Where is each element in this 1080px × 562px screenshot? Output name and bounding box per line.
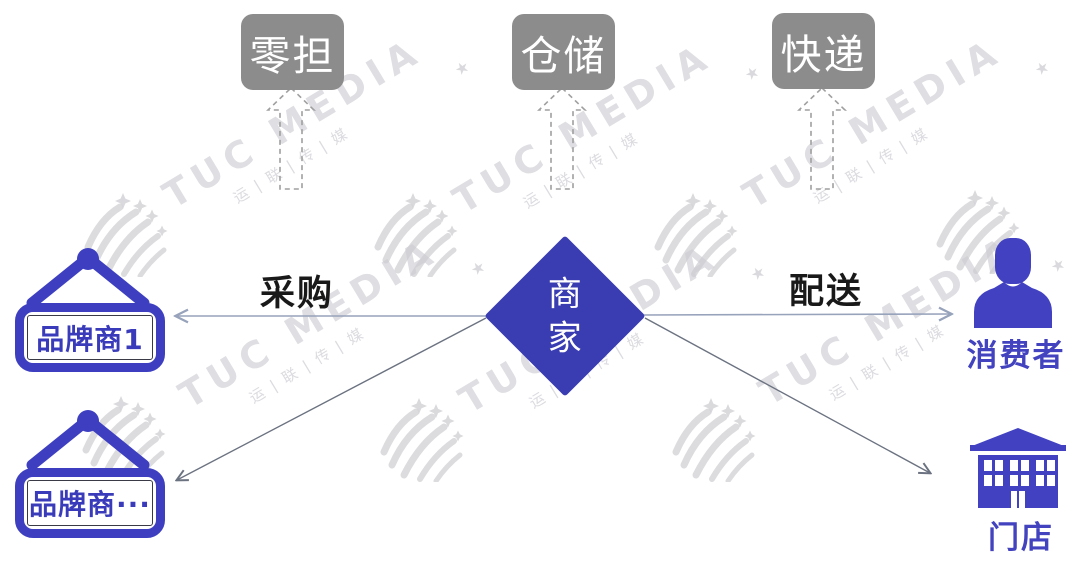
procure-arrow-secondary (177, 317, 487, 480)
node-consumer-label: 消费者 (966, 338, 1066, 374)
watermark-swoosh-icon (374, 193, 458, 277)
node-merchant-label: 商 家 (548, 272, 583, 360)
node-brand-n: 品牌商··· (15, 468, 165, 538)
node-ltl: 零担 (241, 14, 344, 90)
deliver-arrow (643, 314, 951, 315)
watermark-swoosh-icon (380, 398, 464, 482)
node-warehouse-label: 仓储 (520, 32, 607, 80)
sign-inner-frame (27, 315, 153, 360)
merchant-char-2: 家 (547, 318, 583, 358)
store-building-icon (970, 428, 1066, 508)
node-brand-n-label: 品牌商··· (29, 488, 151, 521)
sign-hanger-icon (26, 248, 150, 309)
dashed-arrow-ltl (266, 86, 316, 190)
node-ltl-label: 零担 (249, 32, 336, 80)
sign-hanger-icon (26, 410, 150, 471)
node-brand-1: 品牌商1 (15, 303, 165, 372)
dashed-arrow-warehouse (537, 86, 587, 190)
watermark-swoosh-icon (672, 398, 756, 482)
node-store-label: 门店 (988, 520, 1054, 556)
sign-inner-frame (27, 480, 153, 526)
node-express-label: 快递 (780, 31, 867, 79)
watermark-swoosh-icon (936, 190, 1020, 274)
watermark-swoosh-icon (84, 193, 168, 277)
procure-label: 采购 (260, 274, 335, 314)
node-express: 快递 (772, 13, 875, 89)
merchant-char-1: 商 (547, 273, 583, 314)
deliver-arrow-store (644, 317, 930, 473)
watermark-swoosh-icon (654, 193, 738, 277)
node-brand-1-label: 品牌商1 (36, 322, 144, 356)
deliver-label: 配送 (789, 272, 864, 312)
dashed-arrow-express (797, 86, 847, 190)
node-warehouse: 仓储 (512, 14, 615, 90)
consumer-person-icon (974, 238, 1052, 328)
